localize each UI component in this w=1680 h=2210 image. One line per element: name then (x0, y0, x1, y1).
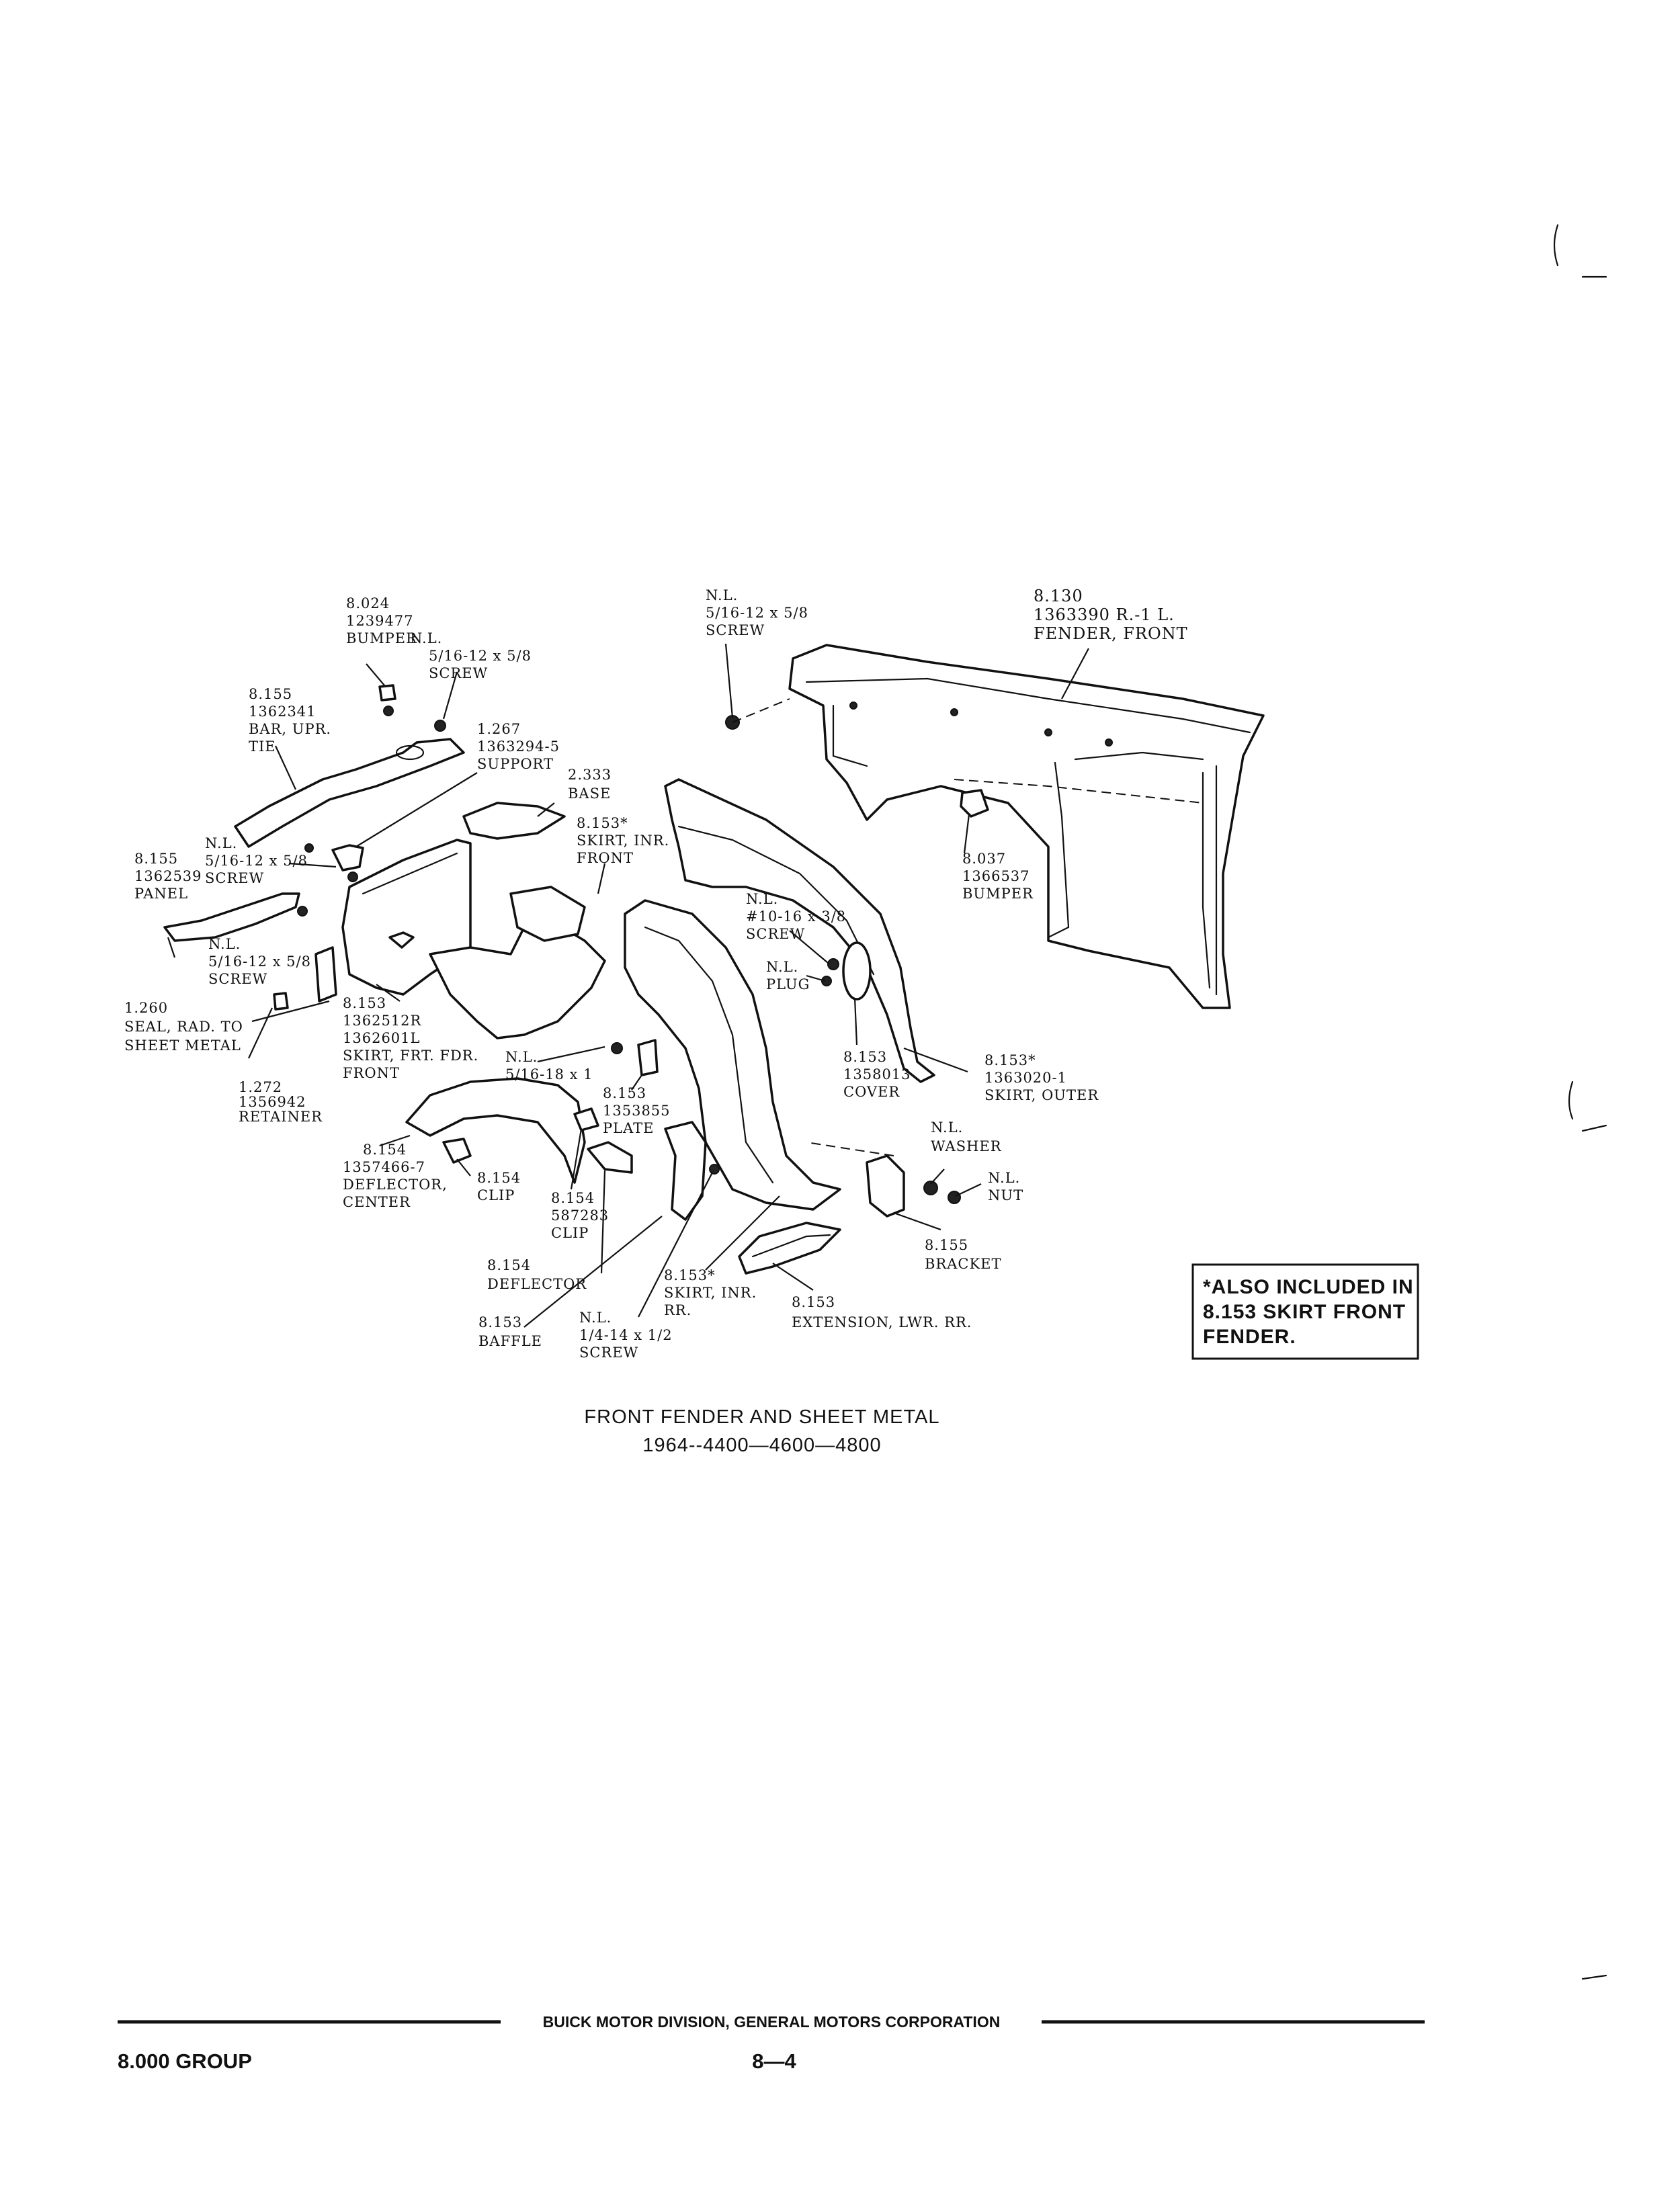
leader-lines (167, 643, 1089, 1328)
clip-587283 (573, 1107, 599, 1132)
label-plate-8153: 8.153 1353855 PLATE (603, 1085, 675, 1136)
note-line-3: FENDER. (1203, 1326, 1296, 1348)
extension-lower-rear (738, 1222, 841, 1275)
skirt-middle-channel (429, 886, 606, 1039)
label-extension-lwr: 8.153 EXTENSION, LWR. RR. (792, 1294, 972, 1330)
label-fender-8130: 8.130 1363390 R.-1 L. FENDER, FRONT (1034, 587, 1188, 643)
screw-bottom (709, 1164, 720, 1175)
caption-subtitle: 1964--4400—4600—4800 (642, 1435, 881, 1456)
screw-left2 (347, 872, 358, 882)
baffle-8153 (664, 1121, 707, 1221)
label-skirt-inr-rr: 8.153* SKIRT, INR. RR. (664, 1267, 762, 1318)
label-bracket-8155: 8.155 BRACKET (925, 1237, 1002, 1272)
label-skirt-inr-front: 8.153* SKIRT, INR. FRONT (577, 815, 675, 866)
label-screw-nl-mid: N.L. 5/16-18 x 1 (505, 1049, 593, 1082)
label-panel-8155: 8.155 1362539 PANEL (134, 851, 207, 902)
label-screw-nl-left3: N.L. 5/16-12 x 5/8 SCREW (208, 936, 317, 987)
screw-left (304, 843, 314, 853)
label-retainer-1272: 1.272 1356942 RETAINER (239, 1079, 323, 1125)
label-baffle-8153: 8.153 BAFFLE (478, 1314, 542, 1349)
caption: FRONT FENDER AND SHEET METAL 1964--4400—… (584, 1406, 939, 1456)
base-2333 (462, 802, 566, 840)
label-bumper-8024: 8.024 1239477 BUMPER (346, 595, 419, 646)
label-screw-top: N.L. 5/16-12 x 5/8 SCREW (410, 630, 537, 681)
note-box: *ALSO INCLUDED IN 8.153 SKIRT FRONT FEND… (1191, 1263, 1419, 1360)
label-plug-nl: N.L. PLUG (766, 959, 810, 992)
label-bumper-8037: 8.037 1366537 BUMPER (962, 851, 1035, 902)
skirt-inner-rear (624, 899, 841, 1211)
label-base-2333: 2.333 BASE (568, 767, 617, 802)
footer-page: 8—4 (752, 2049, 796, 2073)
label-screw-10-16: N.L. #10-16 x 3/8 SCREW (746, 891, 851, 942)
label-deflector-8154: 8.154 DEFLECTOR (487, 1257, 587, 1292)
screw-top (434, 720, 446, 732)
label-screw-nl-left2: 5/16-12 x 5/8 SCREW (205, 853, 313, 886)
label-washer-nl: N.L. WASHER (931, 1119, 1002, 1154)
scan-marks (1553, 224, 1607, 1980)
panel-8155 (163, 892, 308, 942)
footer-division: BUICK MOTOR DIVISION, GENERAL MOTORS COR… (543, 2013, 1001, 2031)
skirt-inner-front (664, 778, 935, 1083)
bumper-8024 (378, 684, 396, 716)
upper-tie-bar (234, 738, 465, 848)
clip-8154 (442, 1138, 472, 1164)
bumper-8037 (960, 789, 989, 818)
label-deflector-center: 8.154 1357466-7 DEFLECTOR, CENTER (343, 1142, 452, 1210)
label-support-1267: 1.267 1363294-5 SUPPORT (477, 721, 565, 772)
callout-labels: 8.024 1239477 BUMPER N.L. 5/16-12 x 5/8 … (124, 587, 1188, 1361)
cover-8153 (821, 941, 872, 1001)
note-line-2: 8.153 SKIRT FRONT (1203, 1301, 1406, 1323)
footer-group: 8.000 GROUP (118, 2049, 252, 2073)
bracket-seal (314, 946, 337, 1003)
label-skirt-frt-fdr: 8.153 1362512R 1362601L SKIRT, FRT. FDR.… (343, 995, 484, 1081)
retainer-1272 (273, 992, 289, 1011)
label-screw-nl-left: N.L. (205, 835, 237, 851)
note-line-1: *ALSO INCLUDED IN (1203, 1276, 1414, 1298)
deflector-lower (587, 1141, 633, 1174)
bracket-8155 (866, 1154, 961, 1218)
label-skirt-outer: 8.153* 1363020-1 SKIRT, OUTER (984, 1052, 1099, 1103)
label-cover-8153: 8.153 1358013 COVER (843, 1049, 916, 1100)
label-bar-8155: 8.155 1362341 BAR, UPR. TIE (249, 686, 337, 755)
label-screw-nl-bottom: N.L. 1/4-14 x 1/2 SCREW (579, 1310, 677, 1361)
footer: BUICK MOTOR DIVISION, GENERAL MOTORS COR… (118, 2013, 1425, 2073)
label-seal-1260: 1.260 SEAL, RAD. TO SHEET METAL (124, 1000, 249, 1054)
label-clip-8154: 8.154 CLIP (477, 1170, 526, 1203)
screw-mid (611, 1042, 623, 1054)
support-1267 (331, 844, 364, 872)
deflector-center (405, 1077, 586, 1184)
plate-8153 (637, 1039, 659, 1076)
label-screw-fender-top: N.L. 5/16-12 x 5/8 SCREW (706, 587, 814, 638)
label-nut-nl: N.L. NUT (988, 1170, 1025, 1203)
label-clip-587283: 8.154 587283 CLIP (551, 1190, 614, 1241)
caption-title: FRONT FENDER AND SHEET METAL (584, 1406, 939, 1428)
fender-front (788, 644, 1265, 1009)
